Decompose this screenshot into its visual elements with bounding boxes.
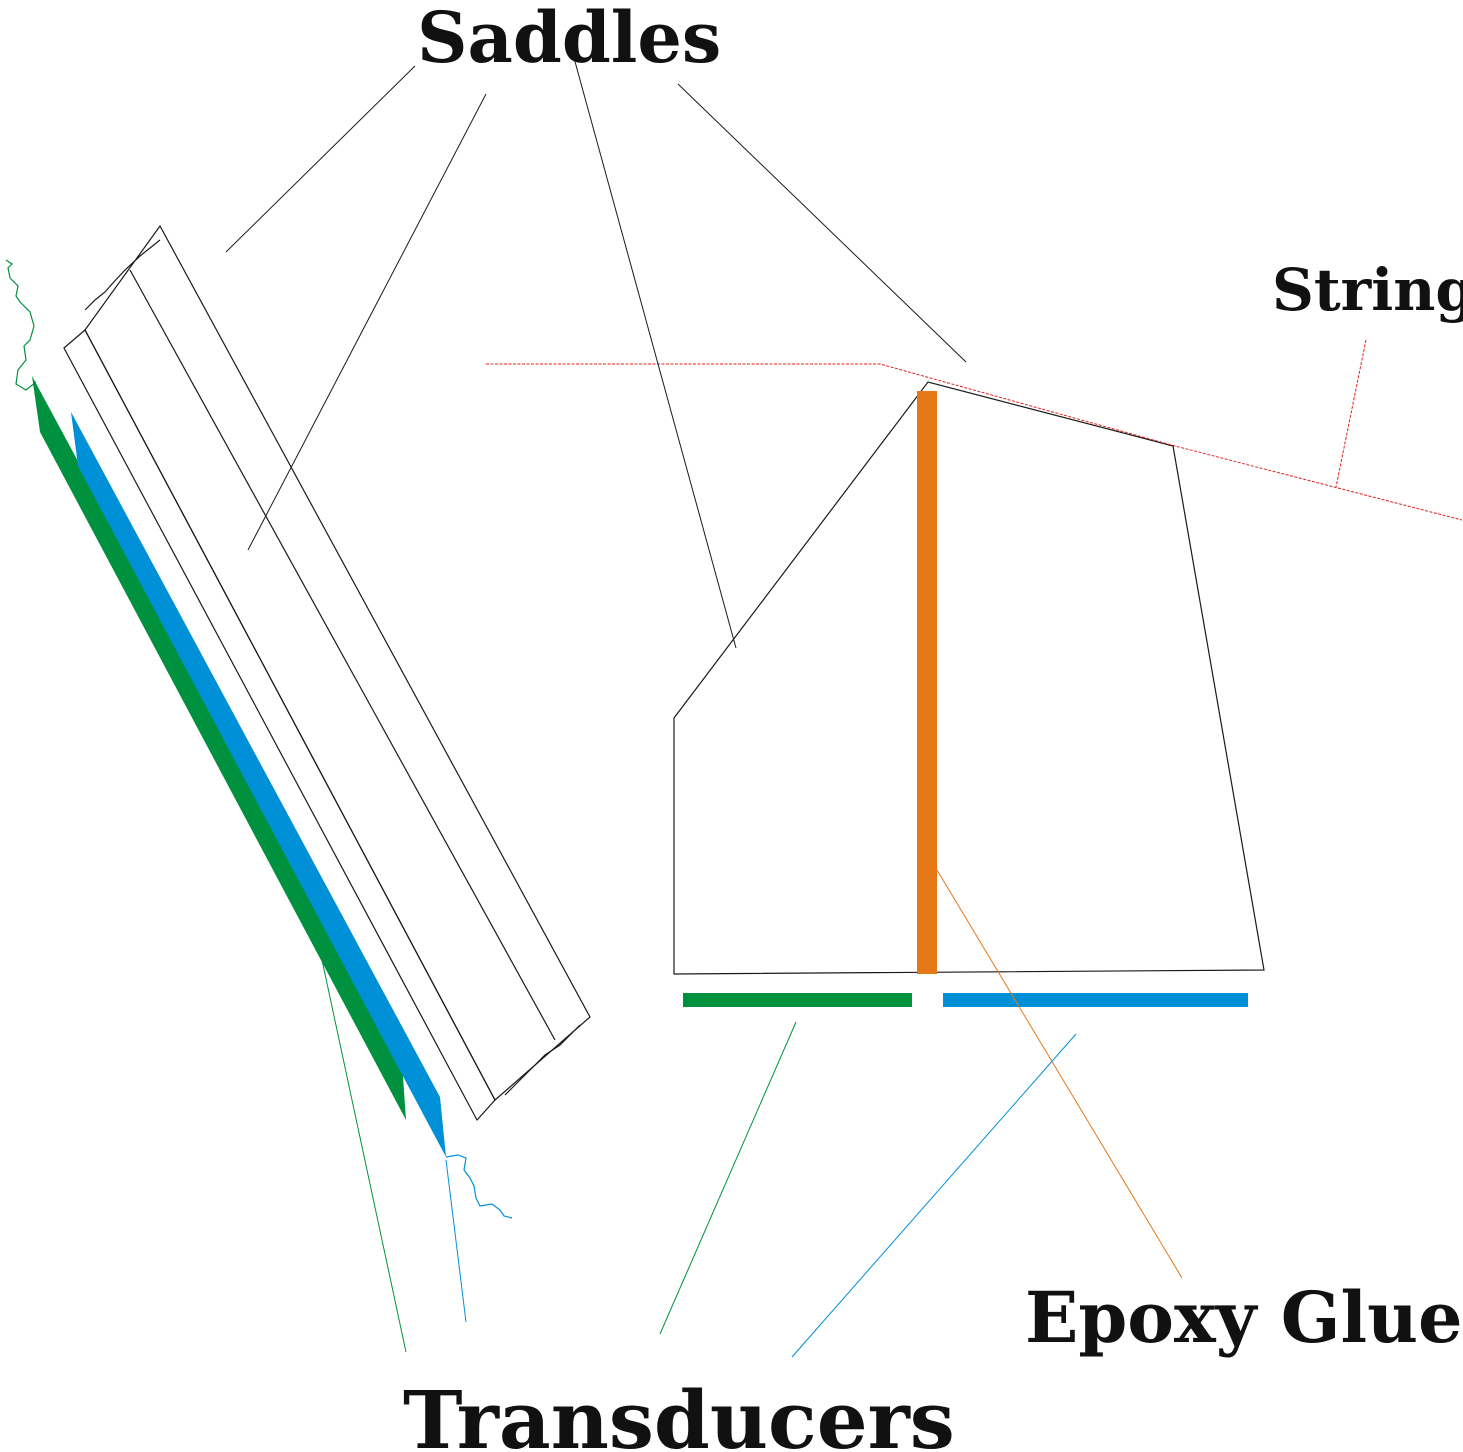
saddles-label: Saddles [417,0,721,79]
transducer-strip-blue-perspective [71,412,446,1157]
saddles-leader-lines [225,57,967,649]
string-label: String [1272,256,1463,324]
string-leader-line [1335,339,1367,488]
saddle-bottom-notch [504,1024,581,1096]
saddle-cross-section [673,381,1265,975]
saddle-perspective [63,224,591,1122]
epoxy-leader-line [936,869,1183,1279]
string-line [486,363,1463,521]
saddle-top-notch [84,239,161,311]
epoxy-glue-layer [917,391,937,974]
transducer-bar-blue [943,993,1248,1007]
transducer-strip-green-perspective [32,376,406,1120]
blue-lead-wire [445,1154,513,1219]
saddle-outline-left [63,329,496,1122]
green-lead-wire [5,259,37,391]
transducer-bar-green [683,993,912,1007]
transducers-leader-lines [321,959,1077,1358]
transducers-label: Transducers [403,1373,955,1452]
epoxy-glue-label: Epoxy Glue [1025,1276,1463,1359]
saddle-ridge-line [129,269,556,1041]
